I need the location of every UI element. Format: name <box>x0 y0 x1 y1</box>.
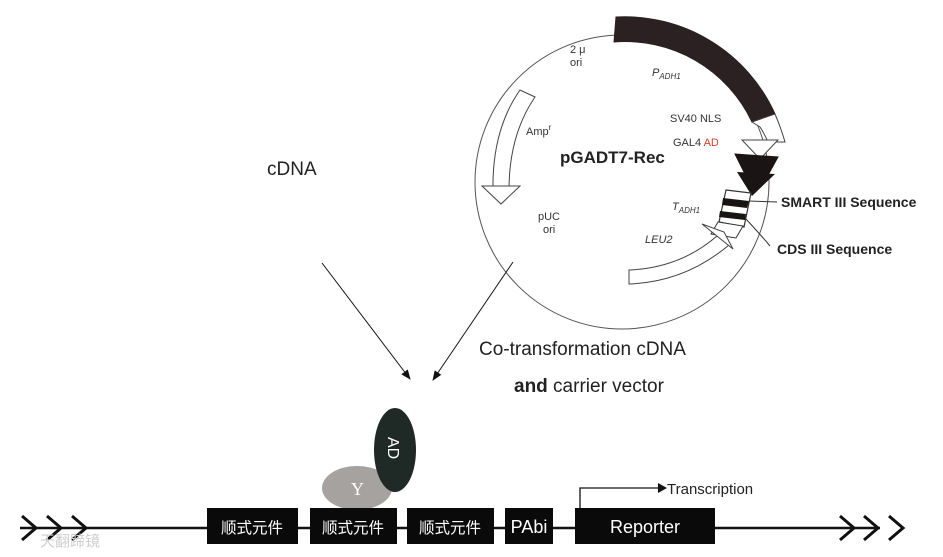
ori-2mu-label-2: ori <box>570 57 582 69</box>
transcription-arrowhead <box>658 483 667 493</box>
smart-pointer-line <box>748 200 778 203</box>
svg-text:顺式元件: 顺式元件 <box>419 519 481 537</box>
cis-element-1: 顺式元件 <box>207 508 298 544</box>
cis-element-3: 顺式元件 <box>407 508 494 544</box>
puc-ori-label-1: pUC <box>538 211 560 223</box>
ad-protein-label: AD <box>384 437 401 459</box>
plasmid-map: 2 μ ori PADH1 Ampr SV40 NLS GAL4 AD pGAD… <box>474 16 917 330</box>
ori-2mu-label-1: 2 μ <box>570 44 586 56</box>
cdna-arrow <box>321 262 411 380</box>
svg-text:顺式元件: 顺式元件 <box>221 519 283 537</box>
vector-arrow <box>432 261 514 381</box>
smart-label: SMART III Sequence <box>781 194 917 210</box>
pabi-box: PAbi <box>505 508 553 544</box>
svg-text:顺式元件: 顺式元件 <box>322 519 384 537</box>
svg-text:PAbi: PAbi <box>511 517 548 537</box>
y-protein-oval <box>322 466 392 510</box>
amp-label: Ampr <box>526 123 552 138</box>
left-chevrons-icon <box>21 514 89 542</box>
plasmid-name: pGADT7-Rec <box>560 148 665 167</box>
tadh1-label: TADH1 <box>672 201 700 215</box>
insert-black-arrowhead <box>737 172 775 196</box>
y-protein-label: Y <box>351 479 364 499</box>
leu2-arrowhead <box>701 223 734 250</box>
padh1-arc <box>613 16 776 123</box>
cis-element-2: 顺式元件 <box>310 508 397 544</box>
amp-arc <box>492 89 536 191</box>
leu2-arc <box>628 235 730 285</box>
gal4-label: GAL4 AD <box>673 137 719 149</box>
cotransform-line2: and carrier vector <box>514 376 665 397</box>
cds-label: CDS III Sequence <box>777 241 892 257</box>
puc-ori-label-2: ori <box>543 224 555 236</box>
padh1-label: PADH1 <box>652 67 681 81</box>
leu2-label: LEU2 <box>645 234 673 246</box>
transcription-arrow <box>579 487 660 508</box>
amp-arrowhead <box>480 185 522 205</box>
sv40-nls-label: SV40 NLS <box>670 113 721 125</box>
right-chevrons-icon <box>839 514 906 542</box>
gal4-ad-arrow <box>740 139 780 160</box>
watermark-text: 天翻蹄镜 <box>40 532 100 550</box>
cds-pointer-line <box>744 217 771 247</box>
transcription-label: Transcription <box>667 481 753 498</box>
svg-text:Reporter: Reporter <box>610 517 680 537</box>
cdna-label: cDNA <box>267 159 317 180</box>
reporter-box: Reporter <box>575 508 715 544</box>
cotransform-line1: Co-transformation cDNA <box>479 339 686 360</box>
ad-protein-oval <box>374 408 416 492</box>
